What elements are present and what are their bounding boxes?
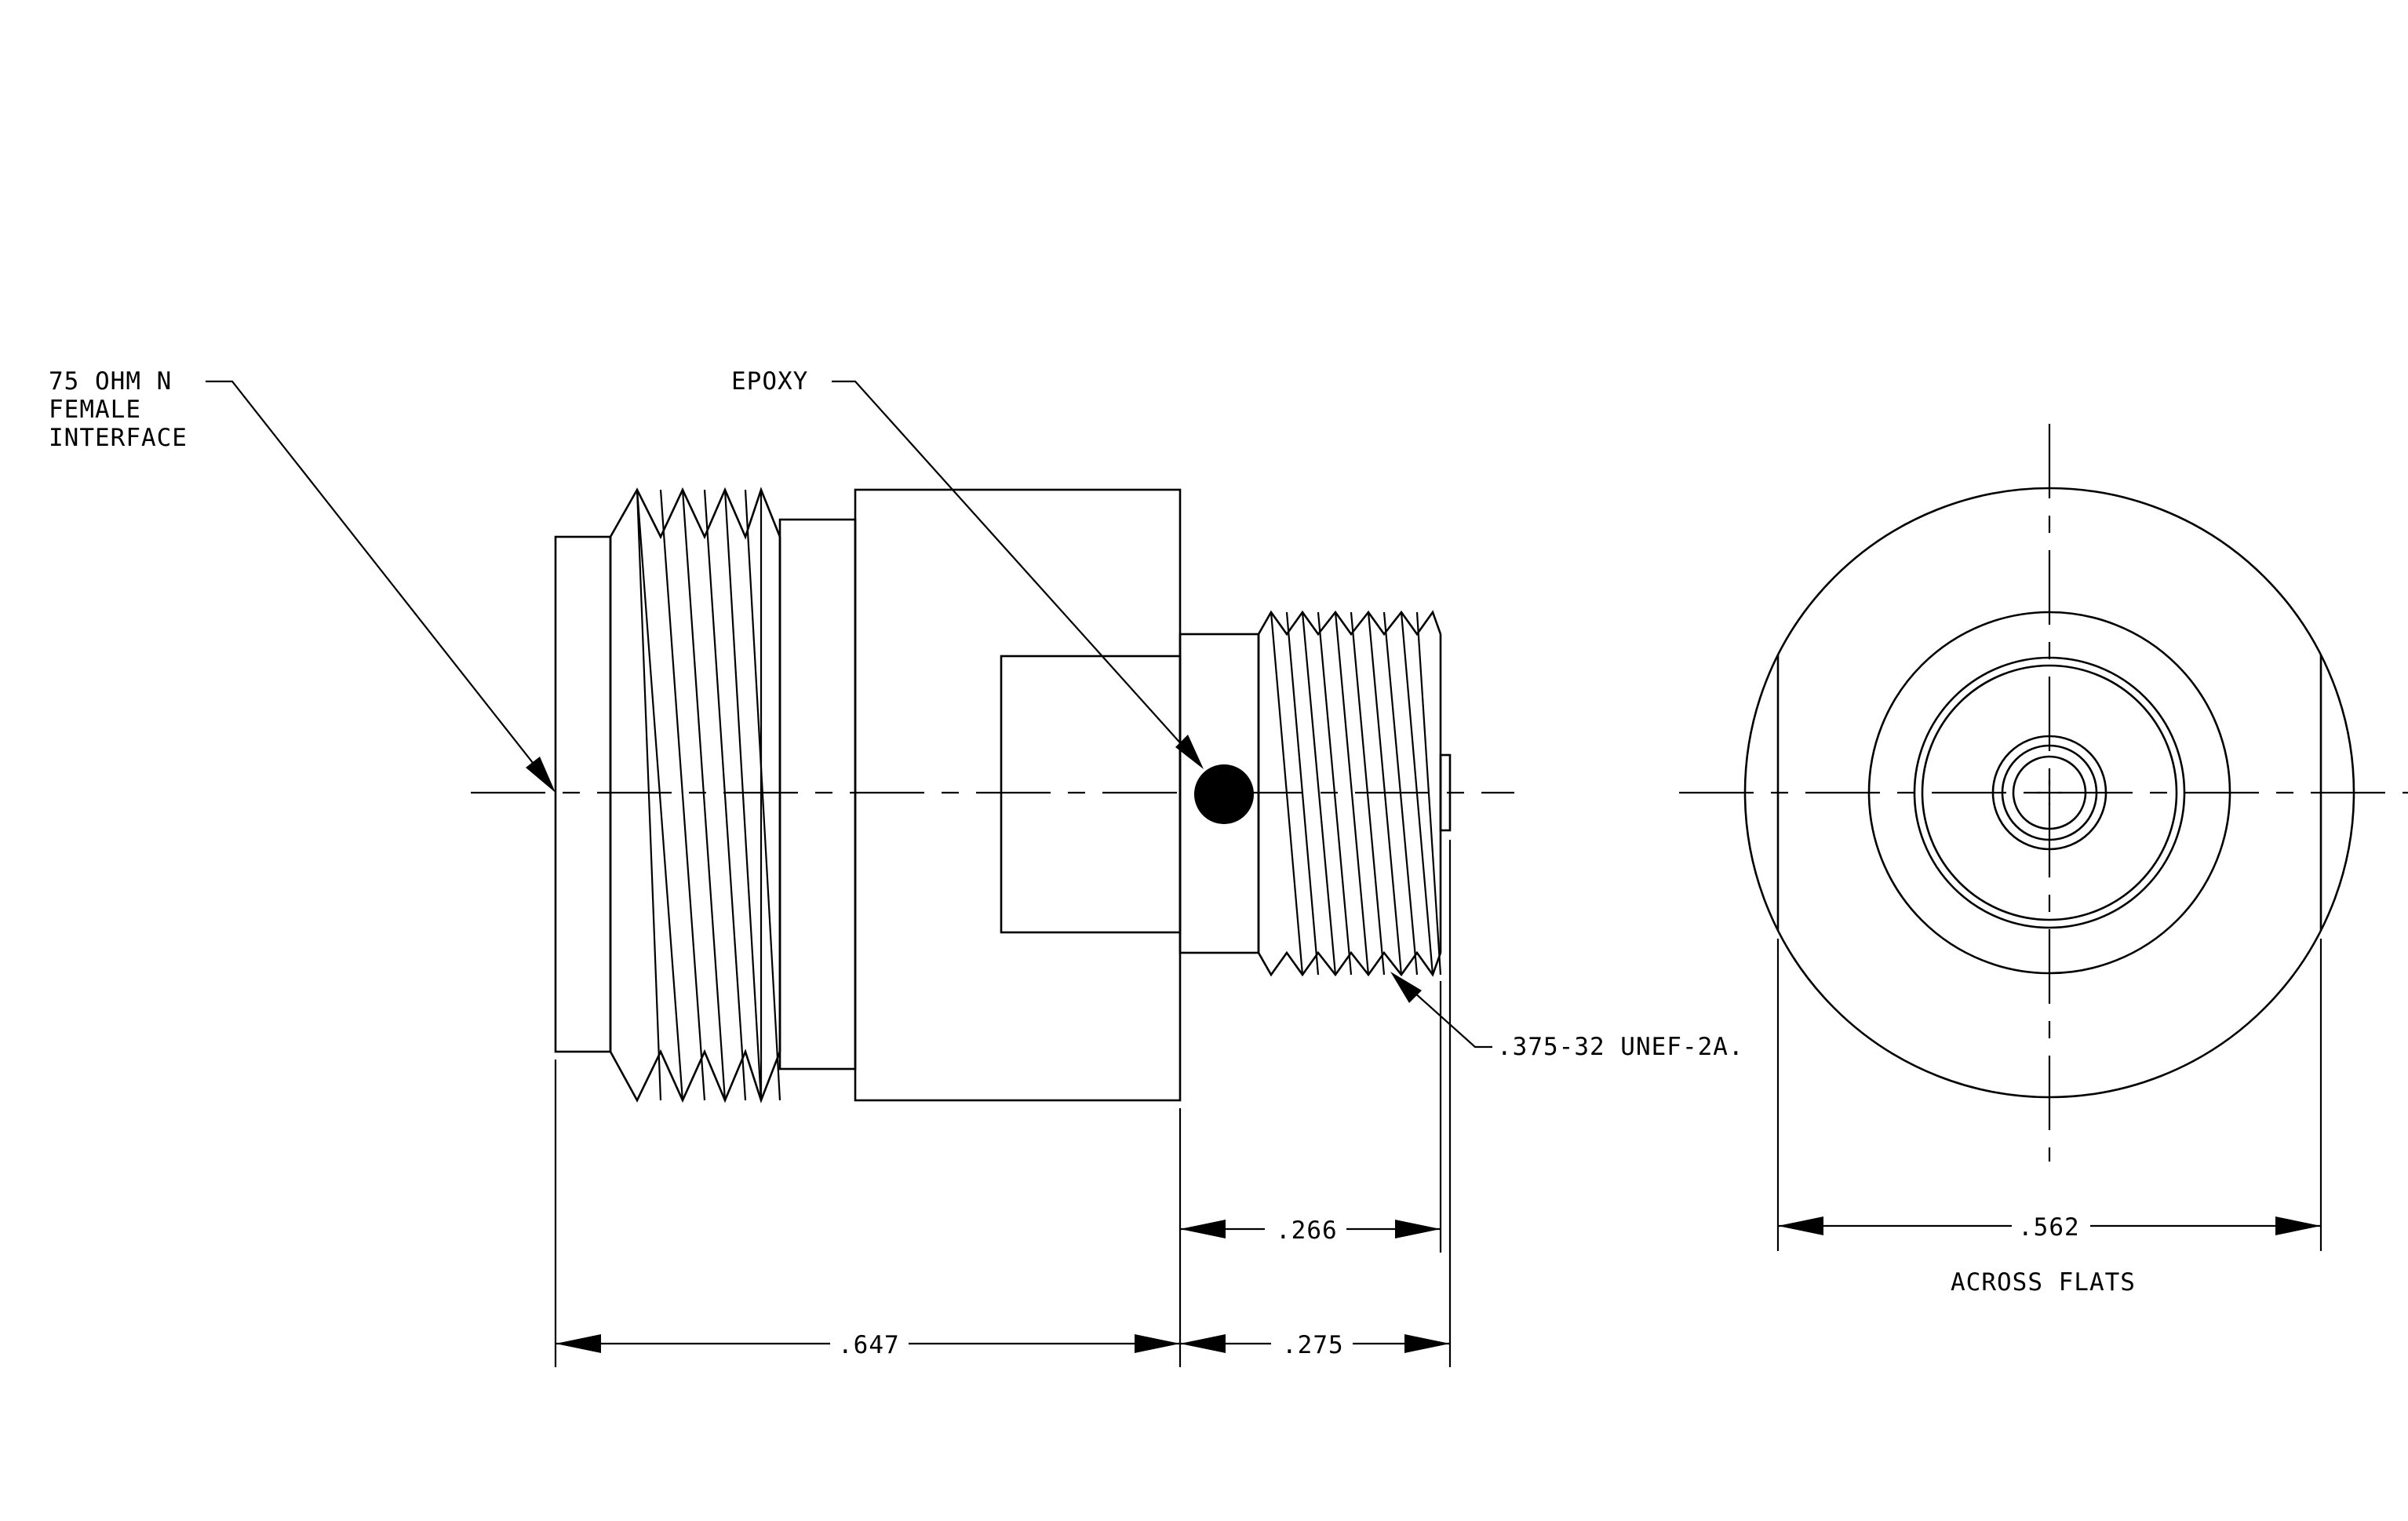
dim-266-text: .266	[1276, 1216, 1338, 1245]
contact-inner	[2012, 755, 2087, 830]
side-view	[471, 487, 1514, 1103]
dim-rear-thread: .266	[1180, 1216, 1441, 1245]
dim-647-text: .647	[838, 1331, 900, 1359]
contact-mid	[2001, 744, 2098, 841]
hex-outer-circle	[1743, 487, 2355, 1099]
dim-overall-body: .647	[556, 1331, 1180, 1359]
interface-label-line1: 75 OHM N	[49, 367, 172, 396]
across-flats-label: ACROSS FLATS	[1951, 1268, 2136, 1297]
epoxy-dot	[1194, 764, 1254, 824]
dim-rear-overall: .275	[1180, 1331, 1450, 1359]
hex-body	[854, 488, 1182, 1102]
front-neck	[778, 518, 857, 1071]
front-face	[554, 535, 612, 1053]
interface-leader: 75 OHM N FEMALE INTERFACE	[49, 367, 556, 793]
thread-circle	[1867, 611, 2231, 975]
interface-label-line3: INTERFACE	[49, 424, 188, 452]
end-view	[1679, 424, 2408, 1162]
epoxy-label: EPOXY	[731, 367, 808, 396]
dim-562-text: .562	[2018, 1213, 2080, 1242]
thread-leader: .375-32 UNEF-2A.	[1390, 972, 1744, 1061]
front-thread	[609, 487, 781, 1103]
rear-thread	[1257, 610, 1442, 977]
dielectric-inner	[1921, 664, 2178, 921]
rear-pin-tip	[1439, 753, 1452, 832]
interface-label-line2: FEMALE	[49, 396, 141, 424]
contact-outer	[1991, 735, 2107, 851]
thread-label: .375-32 UNEF-2A.	[1497, 1033, 1744, 1061]
dielectric-outer	[1913, 656, 2186, 929]
epoxy-leader: EPOXY	[731, 367, 1204, 769]
dim-275-text: .275	[1282, 1331, 1344, 1359]
dim-across-flats: .562 ACROSS FLATS	[1776, 939, 2322, 1297]
epoxy-pocket	[1000, 655, 1182, 934]
extension-lines	[554, 840, 1452, 1367]
